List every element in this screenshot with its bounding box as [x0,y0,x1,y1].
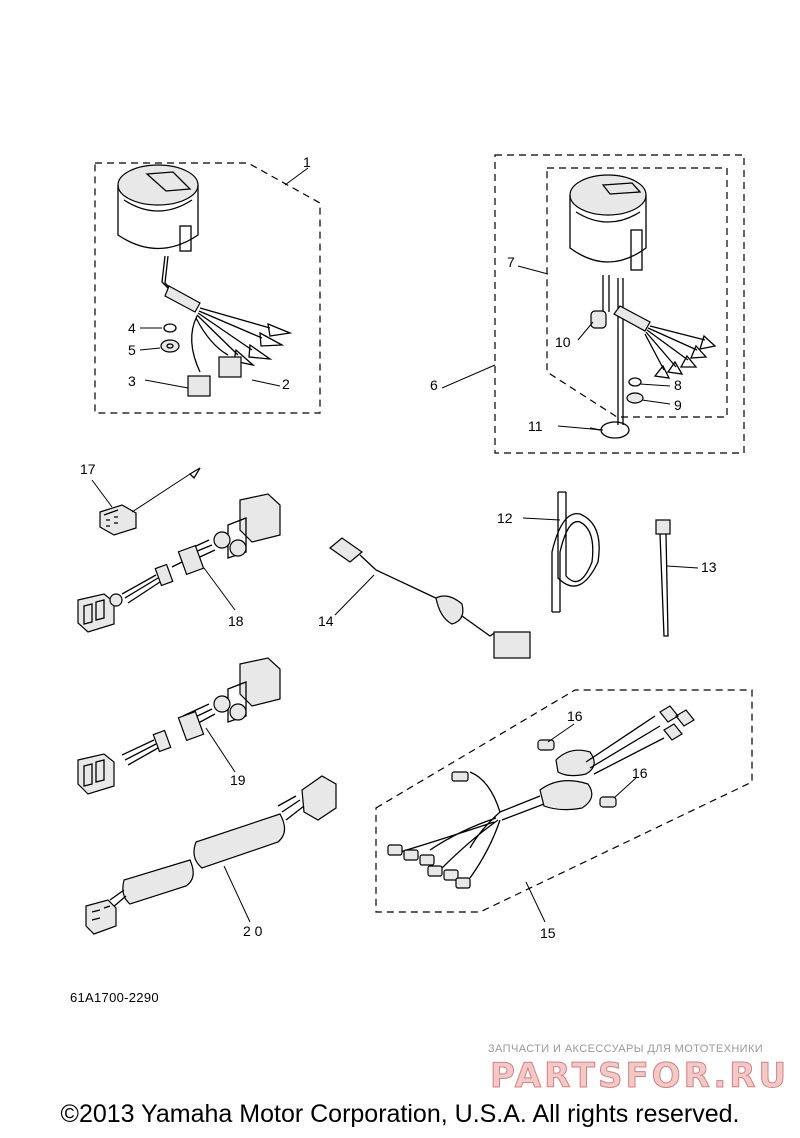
gauge-part-1 [117,164,293,397]
callout-4: 4 [128,320,136,336]
gauge-kit-frame [94,162,321,414]
callout-labels: 1 2 3 4 5 6 7 8 9 10 11 12 13 14 15 16 1… [80,154,717,941]
callout-10: 10 [555,334,571,350]
sensor-cable-14 [329,537,531,659]
harness-kit-frame [375,689,753,913]
callout-18: 18 [228,613,244,629]
callout-6: 6 [430,377,438,393]
watermark-tagline: ЗАПЧАСТИ И АКСЕССУАРЫ ДЛЯ МОТОТЕХНИКИ [488,1043,764,1055]
callout-16b: 16 [632,765,648,781]
harness-19 [77,657,281,795]
callout-14: 14 [318,613,334,629]
callout-2: 2 [282,376,290,392]
callout-16a: 16 [567,708,583,724]
document-code: 61A1700-2290 [70,990,159,1005]
callout-15: 15 [540,925,556,941]
callout-3: 3 [128,373,136,389]
terminal-16a [537,739,555,751]
callout-19: 19 [230,772,246,788]
callout-5: 5 [128,342,136,358]
harness-15 [387,705,695,889]
gauge-kit-frame-outer [494,154,745,454]
callout-17: 17 [80,461,96,477]
gauge-kit-frame-inner [546,167,728,418]
connector-cap-17 [99,504,137,536]
watermark-logo: PARTSFOR.RU [489,1056,790,1097]
gauge-part-7 [569,174,717,439]
callout-8: 8 [674,377,682,393]
callout-1: 1 [303,154,311,170]
cable-tie-13 [655,519,671,637]
callout-20: 2 0 [243,923,263,939]
callout-lines [91,167,699,923]
callout-7: 7 [507,254,515,270]
hose-12 [551,491,600,613]
terminal-16b [599,796,617,808]
callout-9: 9 [674,397,682,413]
callout-12: 12 [497,510,513,526]
callout-11: 11 [528,418,543,434]
callout-13: 13 [701,559,717,575]
harness-18 [77,493,281,633]
harness-20 [85,775,337,935]
copyright-notice: ©2013 Yamaha Motor Corporation, U.S.A. A… [60,1100,740,1128]
